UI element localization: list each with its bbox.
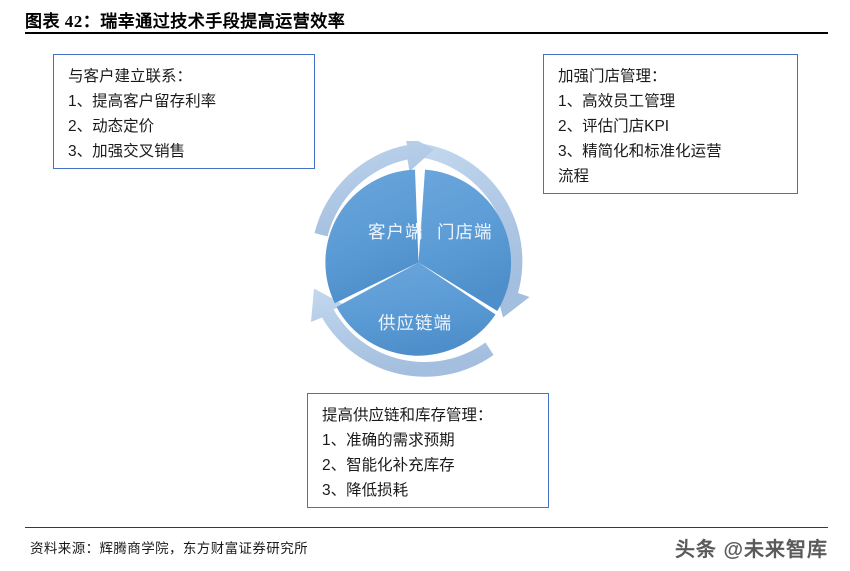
arrow-customer-to-store-icon bbox=[314, 141, 434, 237]
callout-store-heading: 加强门店管理： bbox=[558, 68, 667, 85]
callout-supply-heading: 提高供应链和库存管理： bbox=[322, 407, 493, 424]
segment-store bbox=[418, 169, 512, 311]
segment-supply bbox=[336, 262, 496, 356]
source-note: 资料来源：辉腾商学院，东方财富证券研究所 bbox=[30, 541, 308, 556]
segment-label-customer: 客户端 bbox=[368, 222, 424, 242]
segment-label-store: 门店端 bbox=[437, 222, 493, 242]
callout-store-item-2: 2、评估门店KPI bbox=[558, 118, 670, 135]
cycle-diagram: 客户端 门店端 供应链端 bbox=[297, 141, 540, 384]
footer-divider bbox=[25, 527, 828, 528]
cycle-segments bbox=[325, 169, 512, 356]
callout-store-item-3: 3、精简化和标准化运营 bbox=[558, 143, 722, 160]
callout-store-item-1: 1、高效员工管理 bbox=[558, 93, 676, 110]
segment-customer bbox=[325, 169, 419, 304]
callout-supply-item-3: 3、降低损耗 bbox=[322, 482, 409, 499]
callout-store: 加强门店管理： 1、高效员工管理 2、评估门店KPI 3、精简化和标准化运营 流… bbox=[543, 54, 798, 194]
arrow-store-to-supply-icon bbox=[421, 143, 530, 318]
title-divider bbox=[25, 32, 828, 34]
cycle-arrow-group bbox=[311, 141, 530, 377]
callout-supply-item-1: 1、准确的需求预期 bbox=[322, 432, 455, 449]
callout-customer: 与客户建立联系： 1、提高客户留存利率 2、动态定价 3、加强交叉销售 bbox=[53, 54, 315, 169]
figure-title-row: 图表 42：瑞幸通过技术手段提高运营效率 bbox=[25, 6, 828, 32]
callout-customer-item-3: 3、加强交叉销售 bbox=[68, 143, 186, 160]
page-title: 图表 42：瑞幸通过技术手段提高运营效率 bbox=[25, 11, 346, 31]
watermark-logo: 头条 @未来智库 bbox=[674, 539, 828, 561]
arrow-supply-to-customer-icon bbox=[311, 288, 494, 377]
callout-store-item-3-cont: 流程 bbox=[558, 168, 590, 185]
callout-customer-item-1: 1、提高客户留存利率 bbox=[68, 93, 217, 110]
callout-supply-item-2: 2、智能化补充库存 bbox=[322, 457, 455, 474]
segment-label-supply: 供应链端 bbox=[378, 313, 452, 333]
callout-supply-chain: 提高供应链和库存管理： 1、准确的需求预期 2、智能化补充库存 3、降低损耗 bbox=[307, 393, 549, 508]
callout-customer-heading: 与客户建立联系： bbox=[68, 68, 193, 85]
callout-customer-item-2: 2、动态定价 bbox=[68, 118, 155, 135]
